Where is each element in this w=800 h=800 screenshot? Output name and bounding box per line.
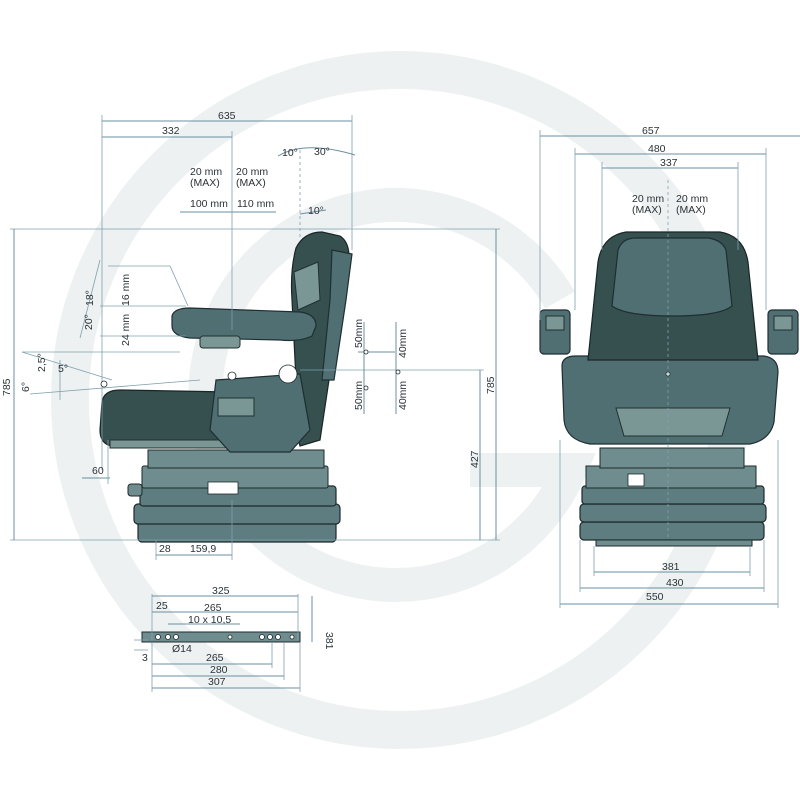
dim-280: 280 [210,664,228,676]
vertical-50-bottom: 50mm [353,381,365,410]
adjust-back-line-2: (MAX) [236,177,266,189]
angle-10-top: 10° [282,147,298,159]
side-view: 635 332 10° 30° 10° 20 mm(MAX) 20 mm(MAX… [1,110,500,560]
front-backrest [587,231,759,377]
angle-5: 5° [58,363,68,375]
adjust-right-line-2: (MAX) [676,204,706,216]
travel-back: 110 mm [237,198,274,210]
front-armrest-left [539,309,571,355]
dim-430: 430 [666,577,684,589]
dim-265-bottom: 265 [206,652,224,664]
angle-20: 20° [83,314,95,330]
angle-6: 6° [20,382,32,392]
front-seat-cushion [561,355,779,445]
rail-view: 325 25 265 10 x 10,5 381 3 Ø14 265 280 3… [134,585,335,692]
height-24mm: 24 mm [120,314,132,346]
dim-28: 28 [159,543,171,555]
adjust-left-line: 20 mm [632,193,664,205]
side-seat-frame [209,364,311,453]
adjust-forward: 20 mm(MAX) [190,166,222,189]
side-backrest [290,231,353,447]
dim-381: 381 [662,561,680,573]
side-suspension-base [127,449,341,543]
slot-size: 10 x 10,5 [188,614,231,626]
dim-159-9: 159,9 [190,543,216,555]
travel-forward: 100 mm [190,198,228,210]
dim-657: 657 [642,125,660,137]
adjust-right: 20 mm(MAX) [676,193,708,216]
dim-337: 337 [660,157,678,169]
hole-diameter: Ø14 [172,643,192,655]
height-785-left: 785 [1,378,13,396]
angle-2-5: 2,5° [36,353,48,372]
height-427: 427 [469,450,481,468]
angle-30: 30° [314,146,330,158]
vertical-40-top: 40mm [397,329,409,358]
vertical-40-bottom: 40mm [397,381,409,410]
rail-holes [155,634,295,640]
dim-3: 3 [142,652,148,664]
adjust-back-line: 20 mm [236,166,268,178]
dim-381-rail: 381 [323,632,335,650]
adjust-left-line-2: (MAX) [632,204,662,216]
dim-307: 307 [208,676,226,688]
front-armrest-right [767,309,799,355]
vertical-50-top: 50mm [353,319,365,348]
dim-550: 550 [646,591,664,603]
dim-332: 332 [162,125,180,137]
front-view: 657 480 337 20 mm(MAX) 20 mm(MAX) 381 43… [539,125,800,608]
adjust-forward-line-2: (MAX) [190,177,220,189]
dim-25: 25 [156,600,168,612]
dim-635: 635 [218,110,236,122]
adjust-forward-line: 20 mm [190,166,222,178]
height-785-right: 785 [485,376,497,394]
adjust-right-line: 20 mm [676,193,708,205]
side-armrest [171,307,317,349]
front-suspension-base [579,447,767,547]
height-16mm: 16 mm [120,274,132,306]
dim-325: 325 [212,585,230,597]
angle-18: 18° [84,290,96,306]
adjust-back: 20 mm(MAX) [236,166,268,189]
dim-265-top: 265 [204,602,222,614]
adjust-left: 20 mm(MAX) [632,193,664,216]
dim-60: 60 [92,465,104,477]
dim-480: 480 [648,143,666,155]
angle-10-mid: 10° [308,205,324,217]
